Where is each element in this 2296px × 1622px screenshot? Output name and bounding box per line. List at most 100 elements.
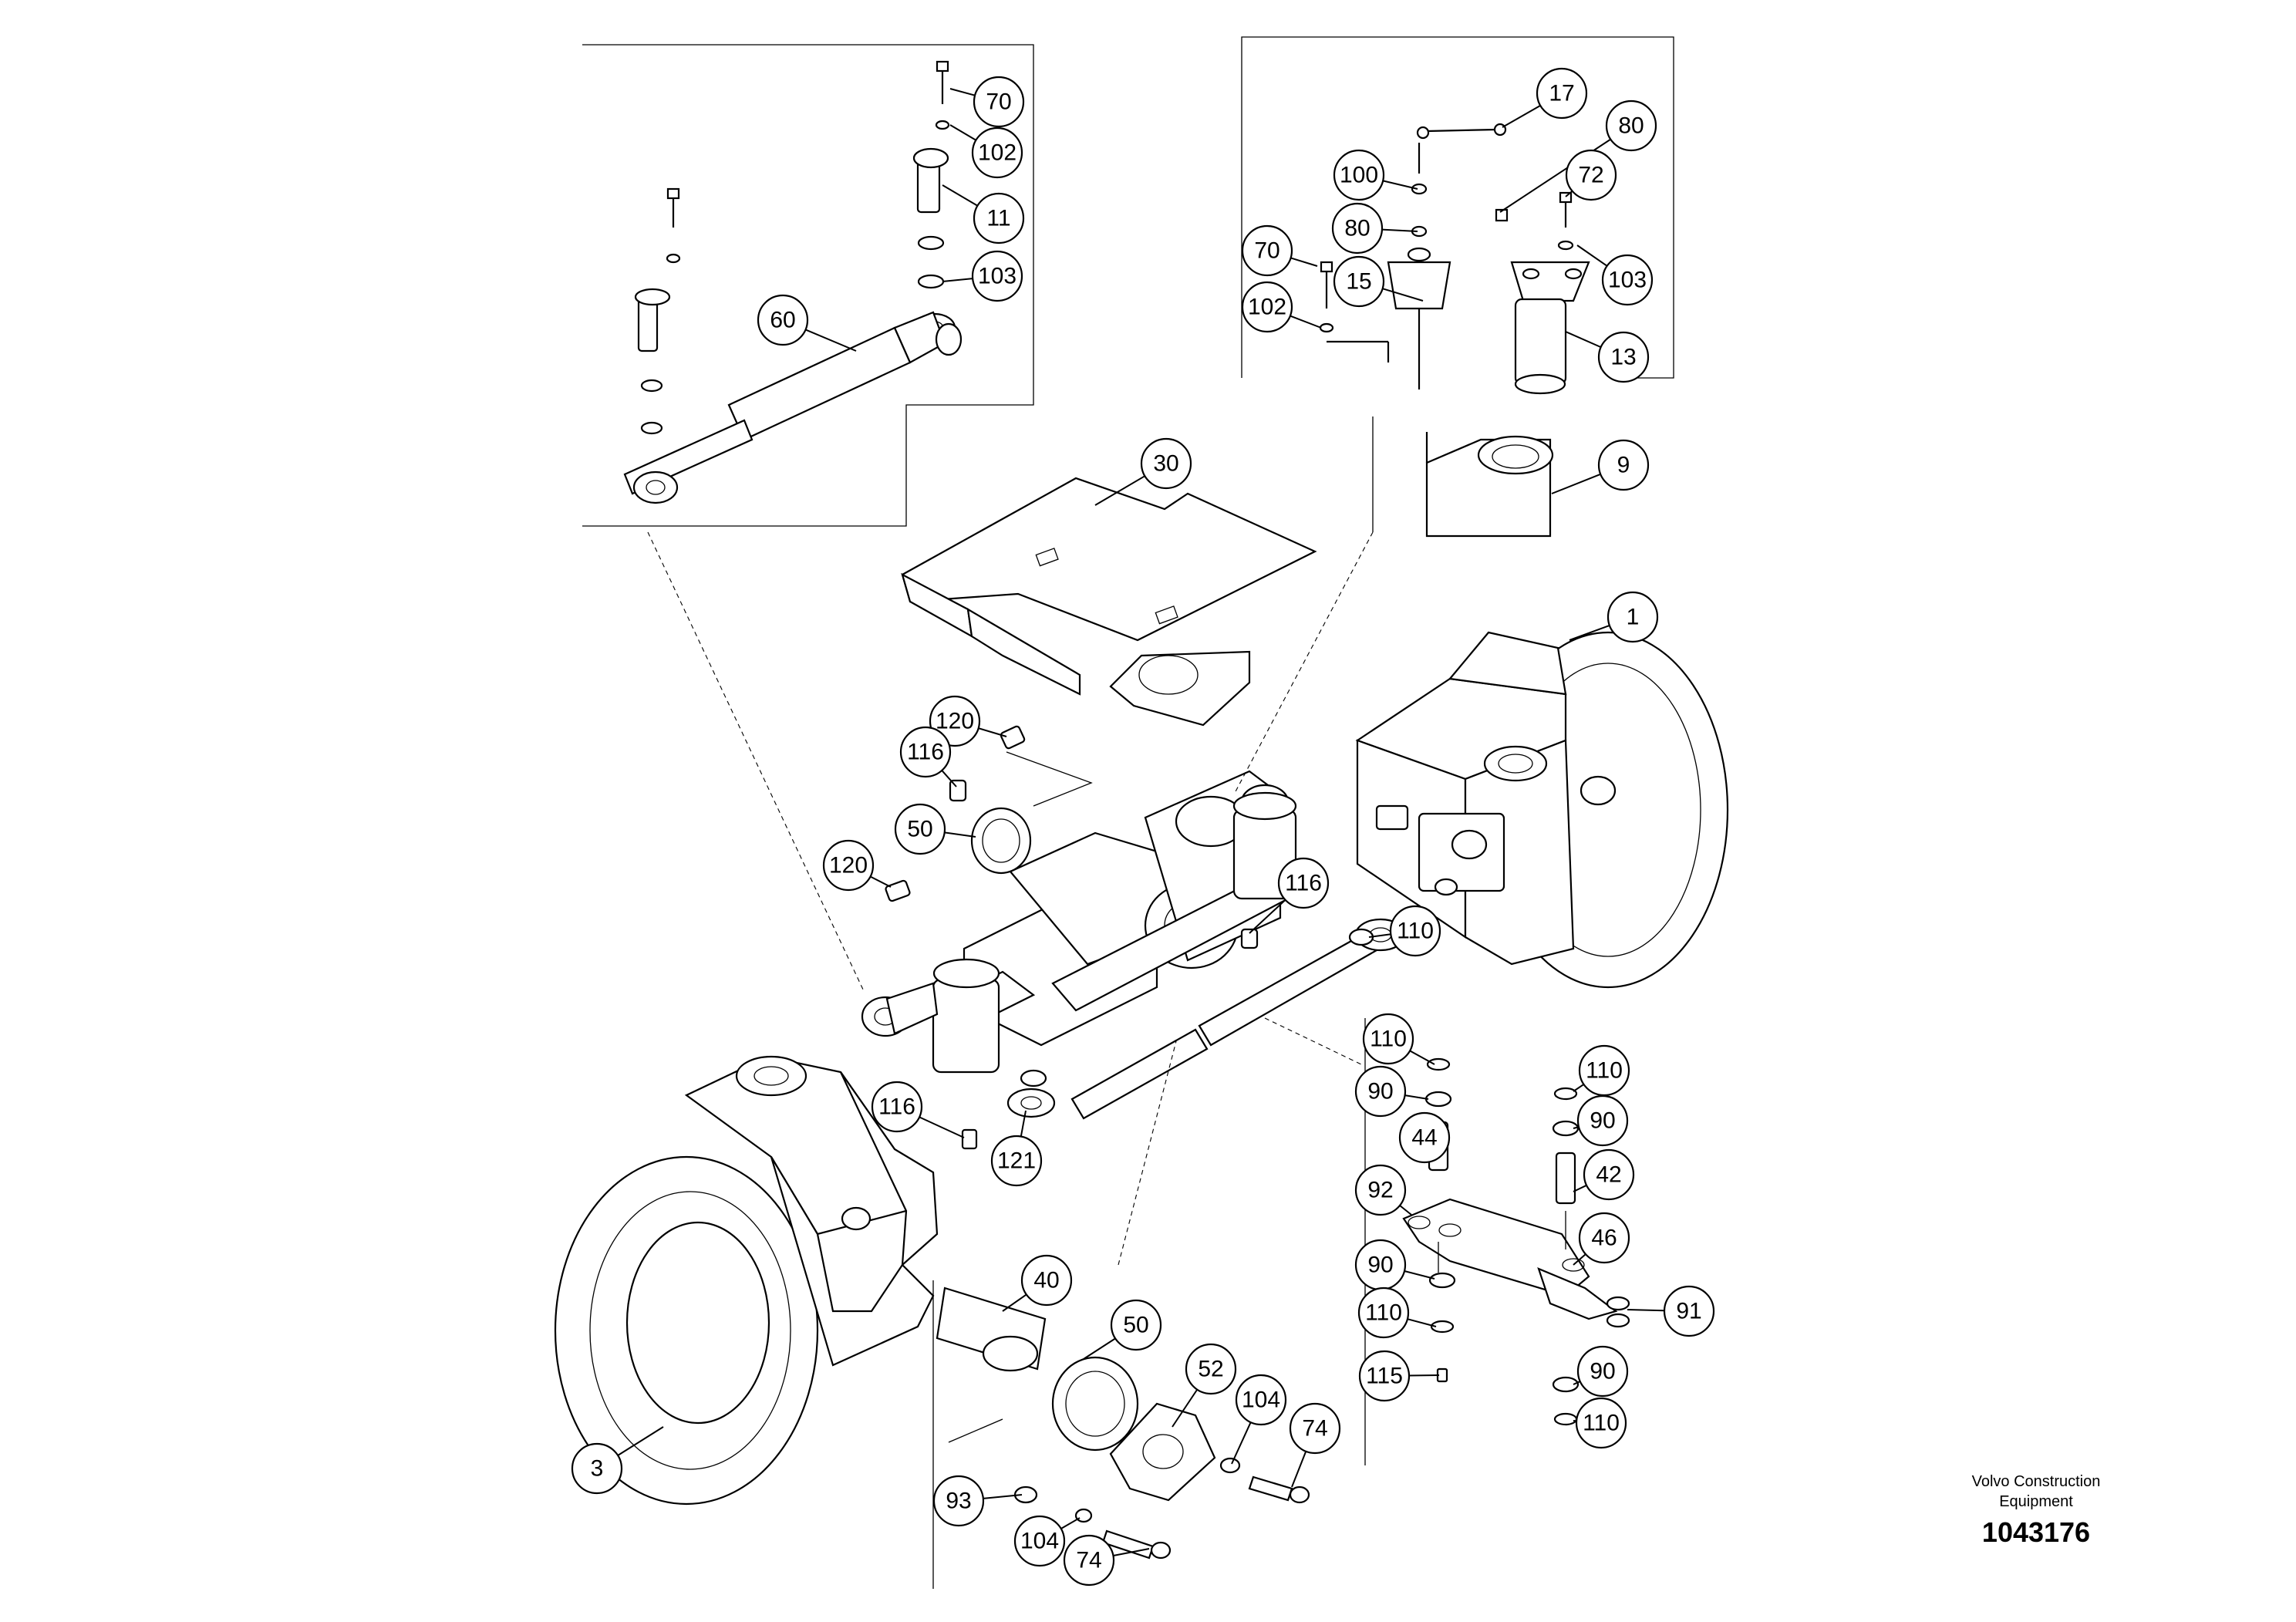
callout-label: 70: [986, 89, 1011, 115]
callout-circle: [973, 192, 1025, 244]
callout-circle: [871, 1081, 923, 1133]
callout-90: 90: [1573, 1345, 1629, 1398]
callout-circle: [1362, 1013, 1414, 1065]
callout-leader: [1094, 475, 1145, 506]
callout-label: 115: [1366, 1364, 1403, 1389]
callout-9: 9: [1551, 439, 1650, 494]
callout-116: 116: [1249, 857, 1330, 934]
callout-label: 30: [1153, 451, 1178, 477]
callout-label: 11: [986, 206, 1010, 231]
callout-103: 103: [1576, 244, 1654, 306]
callout-label: 102: [1248, 295, 1286, 320]
callout-circle: [1597, 439, 1650, 491]
callout-circle: [1605, 99, 1657, 152]
brand-line-1: Volvo Construction: [1971, 1473, 2101, 1490]
callout-circle: [932, 1475, 985, 1527]
callout-label: 91: [1676, 1299, 1701, 1324]
callout-circle: [894, 803, 946, 855]
callout-label: 74: [1076, 1548, 1101, 1573]
callout-label: 103: [1608, 268, 1647, 293]
callout-label: 110: [1365, 1300, 1402, 1326]
steering-link-detail: [1364, 1018, 1630, 1465]
callout-label: 1: [1627, 605, 1640, 630]
kingpin-assembly: [1319, 123, 1590, 538]
callout-label: 104: [1020, 1529, 1059, 1554]
steering-cylinder-60: [623, 60, 963, 504]
callout-leader: [1231, 1421, 1252, 1465]
brand-label: Volvo Construction Equipment: [1920, 1472, 2152, 1512]
callout-circle: [1597, 331, 1650, 383]
callout-72: 72: [1565, 149, 1617, 201]
callout-circle: [1398, 1111, 1451, 1164]
callout-121: 121: [990, 1110, 1043, 1187]
callout-label: 70: [1254, 238, 1279, 264]
callout-label: 100: [1340, 163, 1378, 188]
callout-leader: [949, 124, 976, 141]
callout-label: 90: [1367, 1079, 1393, 1104]
callout-1: 1: [1569, 591, 1659, 643]
callout-90: 90: [1354, 1239, 1435, 1291]
callout-leader: [1407, 1318, 1437, 1327]
callout-label: 50: [1123, 1313, 1148, 1338]
callout-leader: [1172, 1389, 1199, 1428]
callout-110: 110: [1368, 905, 1441, 957]
callout-circle: [1663, 1285, 1715, 1337]
callout-circle: [990, 1135, 1043, 1187]
callout-label: 80: [1344, 216, 1370, 241]
callout-leader: [617, 1426, 664, 1456]
callout-leader: [1404, 1270, 1435, 1280]
callout-102: 102: [949, 124, 1023, 179]
callout-leader: [1290, 257, 1318, 267]
callout-17: 17: [1502, 67, 1588, 128]
callout-52: 52: [1172, 1343, 1237, 1428]
callout-100: 100: [1333, 149, 1418, 201]
callout-circle: [1185, 1343, 1237, 1395]
callout-leader: [1002, 1293, 1027, 1312]
callout-104: 104: [1231, 1374, 1287, 1465]
callout-116: 116: [871, 1081, 965, 1138]
callout-label: 42: [1596, 1162, 1621, 1188]
detail-frame-steering-cylinder: [582, 44, 1034, 527]
callout-leader: [1502, 105, 1541, 128]
callout-110: 110: [1573, 1044, 1630, 1097]
callout-label: 80: [1618, 113, 1644, 139]
callout-93: 93: [932, 1475, 1023, 1527]
callout-label: 13: [1610, 345, 1636, 370]
callout-label: 17: [1549, 81, 1574, 106]
callout-label: 121: [997, 1148, 1036, 1174]
drawing-number: 1043176: [1981, 1516, 2091, 1548]
callout-leader: [1573, 1184, 1587, 1192]
callout-circle: [1333, 149, 1385, 201]
callout-circle: [1354, 1164, 1407, 1216]
callout-label: 44: [1411, 1125, 1437, 1151]
callout-circle: [1289, 1402, 1341, 1455]
wheel-1: [1355, 631, 1729, 989]
callout-90: 90: [1354, 1065, 1429, 1118]
callout-leader: [942, 184, 978, 207]
callout-leader: [1565, 331, 1602, 349]
callout-circle: [1013, 1515, 1066, 1567]
callout-circle: [1575, 1397, 1627, 1449]
callout-circle: [1331, 202, 1384, 255]
callout-leader: [1409, 1050, 1435, 1065]
callout-leader: [1551, 473, 1601, 494]
callout-circle: [1277, 857, 1330, 909]
callout-label: 72: [1578, 163, 1603, 188]
callout-circle: [1578, 1212, 1630, 1264]
callout-circle: [1020, 1254, 1073, 1307]
callout-103: 103: [942, 250, 1023, 302]
callout-circle: [1110, 1299, 1162, 1351]
callout-50: 50: [1083, 1299, 1162, 1360]
callout-label: 3: [591, 1456, 604, 1482]
callout-90: 90: [1573, 1094, 1629, 1147]
callout-label: 90: [1590, 1108, 1615, 1134]
callout-leader: [1290, 315, 1322, 329]
callout-circle: [1063, 1534, 1115, 1587]
callout-110: 110: [1362, 1013, 1435, 1065]
callout-circle: [822, 839, 875, 892]
callout-leader: [1573, 1084, 1585, 1092]
callout-leader: [805, 329, 857, 352]
callout-circle: [1576, 1345, 1629, 1398]
callout-leader: [941, 770, 957, 787]
